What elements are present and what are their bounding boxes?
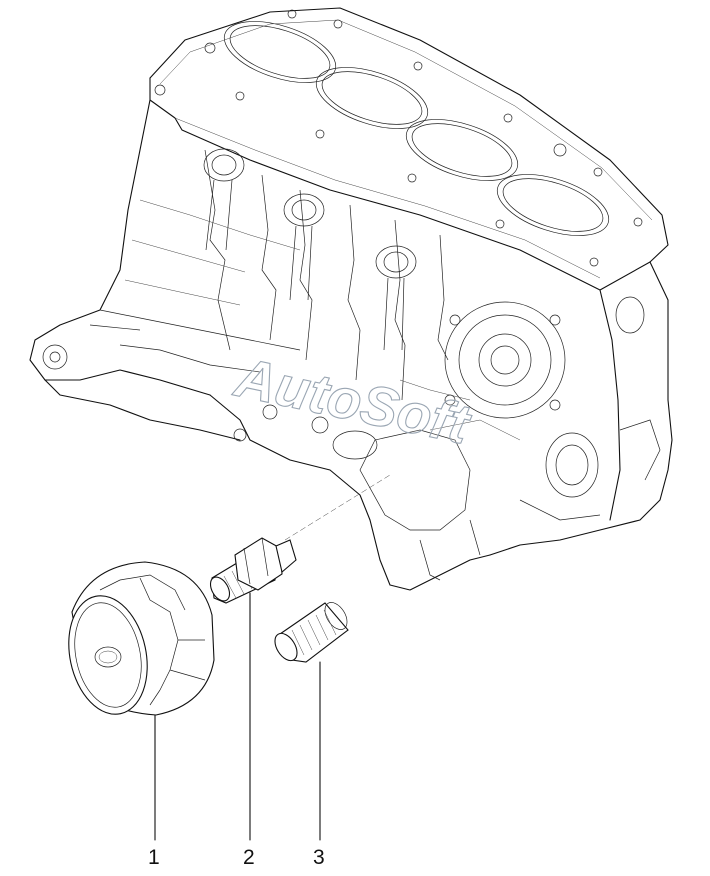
assembly-axis-line xyxy=(284,474,391,541)
union-fitting xyxy=(209,537,297,604)
threaded-stud xyxy=(274,602,349,663)
filter-logo-emblem xyxy=(94,646,122,668)
oil-filter xyxy=(68,561,215,716)
callout-2: 2 xyxy=(243,846,255,869)
callout-1: 1 xyxy=(148,846,160,869)
engine-block xyxy=(29,7,673,591)
callout-3: 3 xyxy=(313,846,325,869)
watermark: AutoSoft xyxy=(228,345,477,457)
